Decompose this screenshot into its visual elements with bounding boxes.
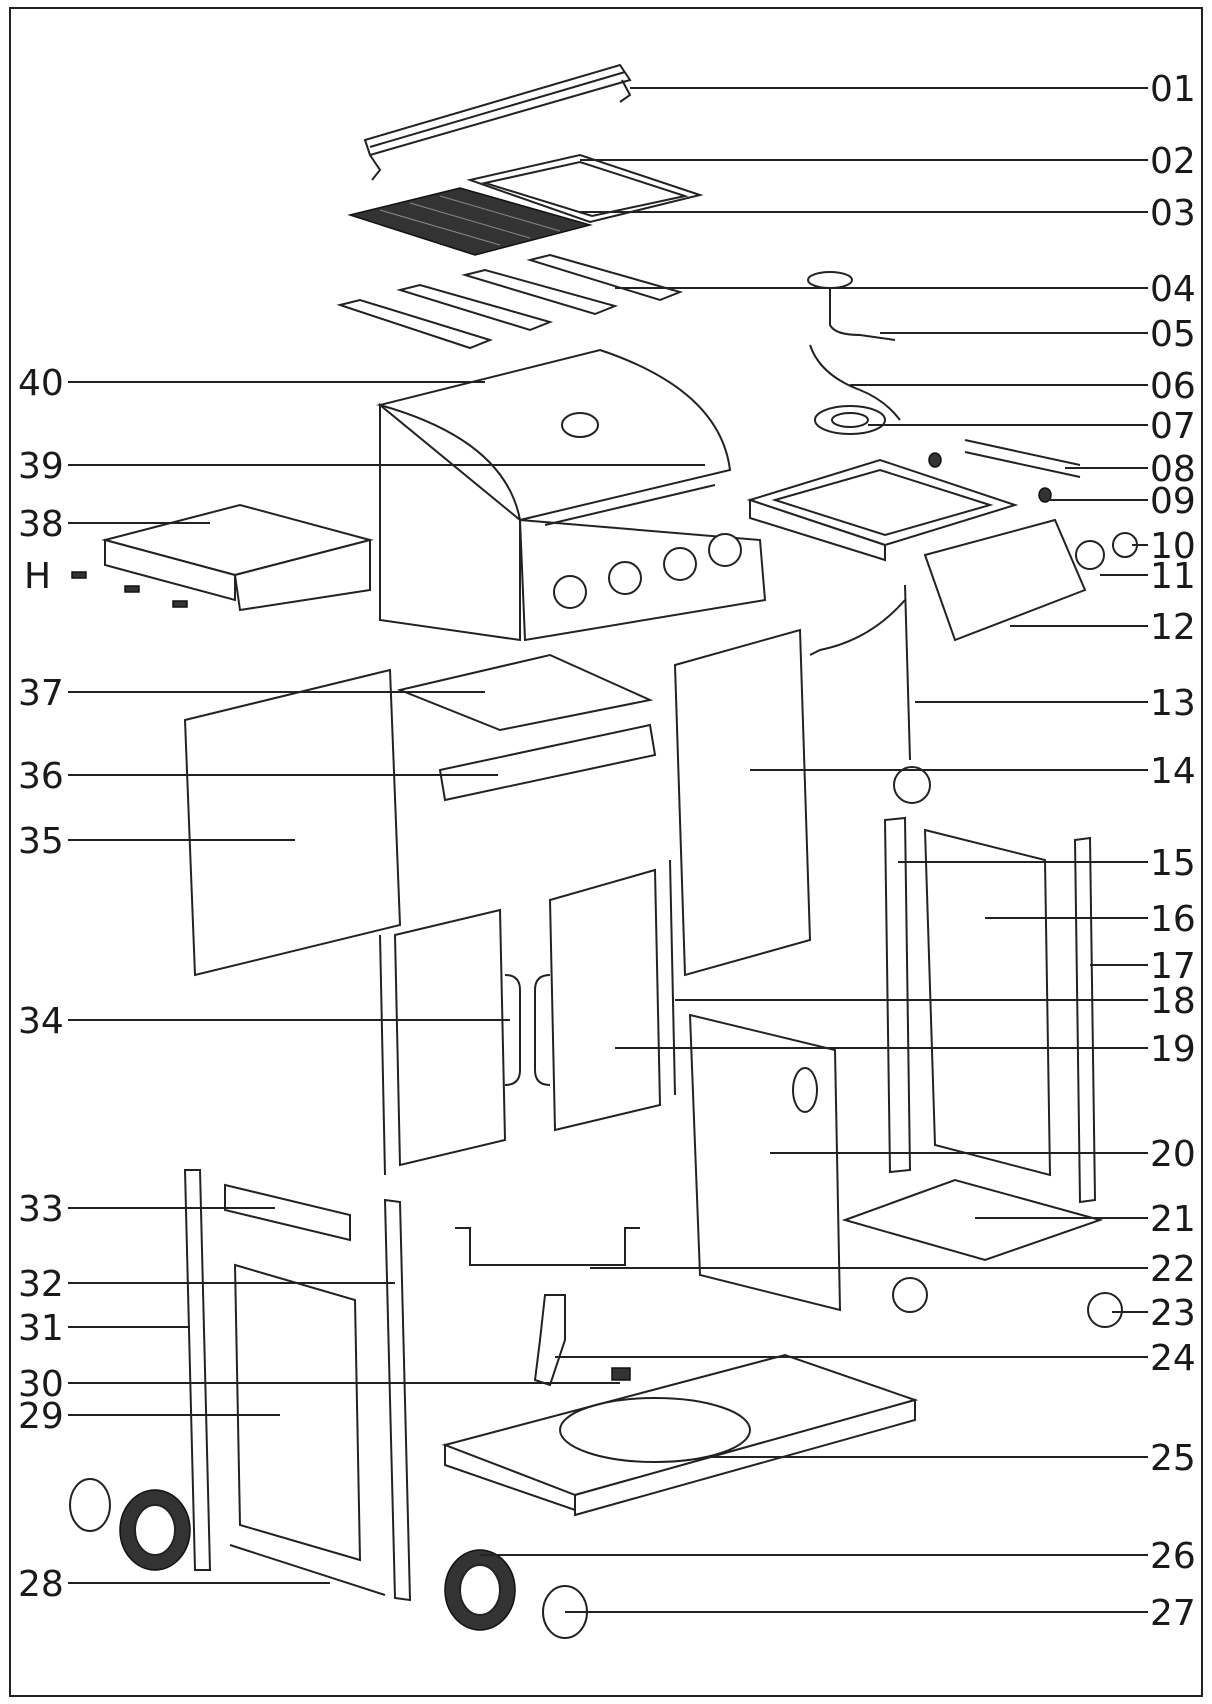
label-02: 02: [1150, 141, 1196, 182]
part-screws-h: [71, 571, 188, 608]
part-left-side-panel: [183, 668, 402, 977]
part-side-burner-tube: [928, 439, 1081, 503]
label-11: 11: [1150, 556, 1196, 597]
part-tank-hook: [533, 1294, 631, 1387]
label-29: 29: [18, 1396, 64, 1437]
label-17: 17: [1150, 946, 1196, 987]
label-35: 35: [18, 821, 64, 862]
label-16: 16: [1150, 899, 1196, 940]
label-23: 23: [1150, 1293, 1196, 1334]
part-left-side-shelf: [101, 503, 374, 612]
label-38: 38: [18, 504, 64, 545]
part-casters: [892, 1277, 1123, 1328]
label-h: H: [24, 556, 51, 597]
part-warming-plate: [466, 153, 704, 224]
label-01: 01: [1150, 69, 1196, 110]
label-40: 40: [18, 363, 64, 404]
label-28: 28: [18, 1564, 64, 1605]
label-06: 06: [1150, 366, 1196, 407]
label-36: 36: [18, 756, 64, 797]
part-flame-tamers: [336, 253, 684, 350]
label-04: 04: [1150, 269, 1196, 310]
label-19: 19: [1150, 1029, 1196, 1070]
part-right-frame: [883, 816, 1097, 1204]
label-34: 34: [18, 1001, 64, 1042]
label-09: 09: [1150, 481, 1196, 522]
part-front-cross-bar: [438, 723, 657, 802]
label-37: 37: [18, 673, 64, 714]
part-rear-panel: [673, 628, 812, 977]
part-bottom-tray: [441, 1353, 919, 1517]
part-left-cart-frame: [183, 1169, 412, 1602]
label-25: 25: [1150, 1438, 1196, 1479]
part-gas-hose-regulator: [809, 584, 931, 804]
label-13: 13: [1150, 683, 1196, 724]
label-31: 31: [18, 1308, 64, 1349]
label-21: 21: [1150, 1199, 1196, 1240]
part-side-burner-housing: [746, 458, 1019, 562]
diagram-frame: [9, 7, 1203, 1697]
label-39: 39: [18, 446, 64, 487]
part-firebox-with-lid: [376, 348, 767, 642]
label-14: 14: [1150, 751, 1196, 792]
part-side-burner-assembly: [807, 271, 901, 435]
label-22: 22: [1150, 1249, 1196, 1290]
part-warming-rack: [363, 63, 632, 181]
part-cart-top-panel: [396, 653, 654, 732]
leader-lines: [68, 87, 1148, 1613]
label-07: 07: [1150, 406, 1196, 447]
part-right-control-panel: [923, 518, 1138, 642]
part-number-labels: 01 02 03 04 05 06 07 08 09 10 11 12 13 1…: [18, 69, 1196, 1634]
label-18: 18: [1150, 981, 1196, 1022]
label-10: 10: [1150, 526, 1196, 567]
part-cooking-grate: [347, 187, 593, 256]
part-right-bottom-shelf: [841, 1178, 1104, 1262]
part-cart-doors: [379, 859, 676, 1176]
label-20: 20: [1150, 1134, 1196, 1175]
label-08: 08: [1150, 449, 1196, 490]
part-right-front-panel: [688, 1013, 842, 1312]
label-15: 15: [1150, 843, 1196, 884]
label-05: 05: [1150, 314, 1196, 355]
label-33: 33: [18, 1189, 64, 1230]
label-30: 30: [18, 1364, 64, 1405]
label-27: 27: [1150, 1593, 1196, 1634]
part-wheels: [69, 1478, 588, 1639]
label-32: 32: [18, 1264, 64, 1305]
part-support-bracket: [455, 1227, 640, 1266]
label-03: 03: [1150, 193, 1196, 234]
label-24: 24: [1150, 1338, 1196, 1379]
label-12: 12: [1150, 607, 1196, 648]
label-26: 26: [1150, 1536, 1196, 1577]
